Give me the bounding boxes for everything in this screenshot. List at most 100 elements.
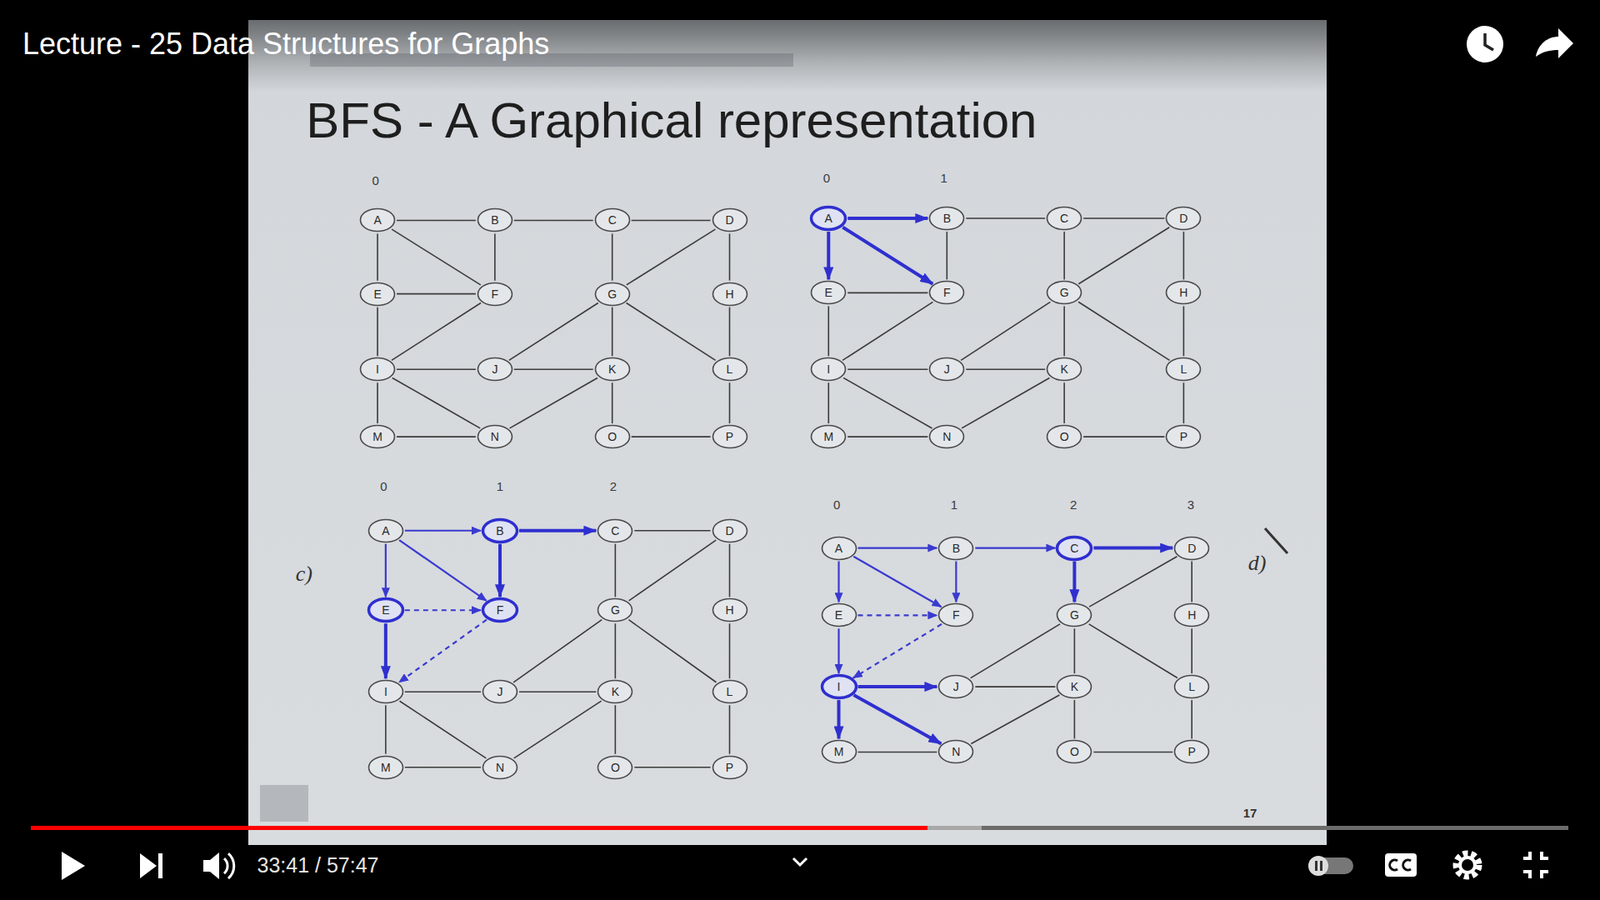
graph-edge: [970, 695, 1060, 744]
vertex-label: D: [1165, 211, 1202, 225]
graph-vertex: J: [928, 356, 965, 382]
graph-edge: [376, 233, 379, 280]
settings-icon: [1455, 853, 1480, 877]
graph-edge: [961, 377, 1050, 428]
graph-vertex: N: [476, 424, 514, 450]
graph-edge: [510, 377, 598, 428]
graph-edge: [615, 544, 617, 598]
graph-vertex: I: [359, 356, 396, 382]
graph-vertex: G: [594, 281, 631, 307]
bfs-edge-arrow: [385, 544, 387, 598]
graph-edge: [626, 229, 716, 285]
graph-edge: [1074, 628, 1076, 674]
graph-edge: [827, 382, 830, 424]
graph-vertex: I: [820, 674, 858, 700]
level-number: 0: [371, 173, 379, 188]
level-number: 1: [950, 497, 958, 513]
graph-edge: [1183, 305, 1185, 356]
graph-vertex: E: [810, 280, 847, 305]
graph-vertex: D: [1173, 535, 1210, 561]
graph-edge: [970, 624, 1060, 679]
volume-icon: [203, 852, 220, 880]
bfs-edge-arrow: [405, 530, 481, 532]
bfs-edge-arrow: [853, 695, 941, 744]
graph-vertex: F: [476, 281, 514, 307]
graph-vertex: M: [367, 755, 405, 780]
level-number: 1: [940, 170, 947, 185]
vertex-label: P: [711, 760, 749, 775]
graph-vertex: C: [1055, 535, 1093, 561]
vertex-label: F: [928, 285, 965, 300]
autoplay-knob: [1308, 855, 1329, 876]
graph-vertex: C: [1045, 205, 1083, 231]
graph-edge: [396, 368, 476, 370]
bfs-edge-arrow: [955, 561, 957, 603]
level-number: 3: [1187, 497, 1195, 512]
vertex-label: K: [594, 362, 631, 376]
graph-edge: [615, 623, 617, 679]
play-icon: [61, 851, 85, 880]
graph-vertex: P: [1173, 739, 1210, 765]
bfs-edge-arrow: [1072, 561, 1076, 603]
bfs-edge-arrow: [837, 561, 840, 603]
graph-vertex: G: [596, 597, 634, 623]
panel-label: d): [1248, 550, 1267, 576]
graph-vertex: F: [928, 280, 965, 305]
level-number: 2: [610, 479, 617, 494]
bfs-edge-arrow: [853, 556, 941, 607]
vertex-label: D: [711, 213, 749, 227]
graph-edge: [611, 382, 614, 424]
graph-edge: [843, 377, 932, 429]
vertex-label: D: [1173, 541, 1210, 555]
panel-label: c): [295, 561, 313, 587]
video-time: 33:41 / 57:47: [257, 853, 380, 878]
captions-icon: [1385, 853, 1417, 877]
page-number: 17: [1243, 805, 1258, 820]
graph-edge: [631, 220, 711, 222]
graph-edge: [513, 620, 602, 683]
volume-wave: [224, 858, 228, 874]
graph-edge: [1063, 231, 1065, 280]
level-number: 1: [940, 170, 947, 186]
graph-edge: [965, 217, 1045, 220]
vertex-label: E: [820, 608, 858, 622]
vertex-label: D: [711, 524, 749, 538]
vertex-label: E: [367, 603, 405, 617]
graph-vertex: M: [359, 424, 396, 450]
vertex-label: H: [1165, 285, 1202, 300]
graph-edge: [514, 220, 594, 222]
level-number: 0: [380, 479, 387, 494]
vertex-label: N: [481, 760, 519, 775]
vertex-label: O: [1055, 745, 1093, 759]
vertex-label: I: [367, 685, 405, 699]
vertex-label: J: [937, 680, 975, 694]
graph-vertex: H: [711, 597, 749, 623]
watch-later-hands: [1485, 33, 1494, 50]
graph-vertex: N: [481, 755, 519, 780]
graph-vertex: L: [1165, 356, 1202, 382]
pen-mark: [1265, 528, 1288, 554]
graph-vertex: M: [810, 424, 847, 450]
share-icon: [1535, 28, 1574, 59]
graph-vertex: E: [367, 597, 405, 623]
graph-edge: [396, 220, 476, 222]
graph-vertex: B: [481, 518, 519, 544]
level-number: 2: [1070, 497, 1077, 512]
panel-label: d): [1248, 550, 1267, 575]
graph-edge: [514, 368, 594, 370]
graph-vertex: P: [711, 424, 749, 450]
graph-vertex: A: [810, 205, 847, 231]
graph-edge: [842, 301, 933, 360]
graph-vertex: D: [711, 207, 749, 233]
vertex-label: M: [359, 430, 396, 444]
level-number: 0: [380, 479, 387, 495]
autoplay-pause: [1315, 860, 1318, 871]
vertex-label: E: [810, 285, 847, 300]
level-number: 0: [371, 173, 379, 189]
bfs-edge-arrow: [384, 623, 388, 679]
vertex-label: A: [810, 211, 847, 225]
graph-edge: [519, 690, 596, 693]
progress-track: [30, 825, 1569, 830]
settings-icon: [1460, 857, 1475, 873]
graph-edge: [1078, 227, 1170, 285]
